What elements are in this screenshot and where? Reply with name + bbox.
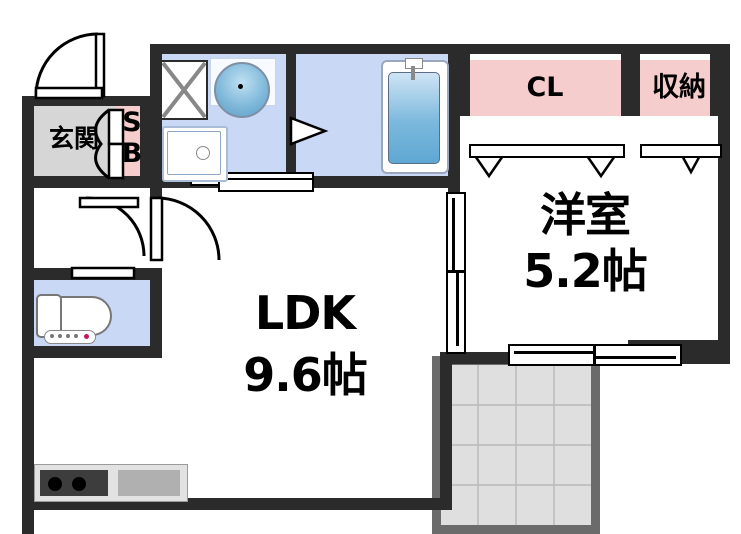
toilet-flush-button [84, 334, 89, 339]
wall-entrance-top [22, 96, 150, 106]
balcony [432, 356, 600, 534]
laundry-pan-drain [196, 146, 210, 160]
label-storage: 収納 [652, 72, 706, 103]
stove-burner-right [72, 477, 86, 491]
wall-wet-top [150, 44, 470, 54]
wall-shoebox-right [140, 96, 152, 188]
washroom-door-arc [156, 196, 221, 261]
wall-wet-right [448, 44, 460, 188]
closet-shelf-line [469, 144, 625, 158]
wall-hall-left [22, 188, 34, 270]
wall-ldk-right-lower [440, 352, 452, 510]
label-bedroom-name: 洋室 [540, 188, 631, 242]
stove-burner-left [48, 477, 62, 491]
wall-outer-left [22, 96, 34, 534]
washbasin-drain [238, 84, 243, 89]
toilet-bowl [52, 296, 112, 336]
ldk-hall-door-arc [85, 196, 146, 257]
toilet-button-3 [66, 334, 70, 338]
wall-closet-left [460, 54, 470, 116]
front-door-leaf [94, 32, 106, 98]
label-ldk-name: LDK [254, 286, 356, 340]
label-shoebox-b: B [121, 138, 143, 169]
wall-storage-right [710, 54, 720, 116]
wall-wet-left [150, 44, 162, 184]
wall-washroom-bath-divider [286, 52, 296, 182]
label-shoebox-s: S [122, 107, 142, 138]
balcony-sliding-door[interactable] [508, 344, 682, 366]
wall-toilet-top [22, 268, 162, 280]
label-closet: CL [526, 72, 564, 103]
wall-closet-storage-divider [621, 54, 640, 116]
front-door-arc [34, 32, 99, 97]
washing-machine-space [160, 60, 208, 120]
room-closet-fill [469, 60, 621, 116]
wall-toilet-right [150, 268, 162, 358]
wall-bedroom-right [718, 44, 730, 364]
balcony-tile-grid [441, 365, 591, 525]
wall-hall-jamb [150, 188, 162, 210]
wall-entrance-bottom [22, 176, 150, 188]
wall-toilet-bottom [22, 346, 162, 358]
toilet-button-4 [74, 334, 78, 338]
storage-shelf-line [640, 144, 722, 158]
washroom-sliding-panel-b[interactable] [218, 178, 314, 192]
bathtub-faucet-spout [411, 66, 415, 80]
washbasin-bowl [214, 62, 270, 118]
label-ldk-size: 9.6帖 [243, 348, 368, 402]
ldk-hall-door-leaf [78, 196, 140, 209]
toilet-control-panel [44, 330, 96, 344]
laundry-pan-inner [167, 131, 221, 175]
toilet-button-1 [50, 334, 54, 338]
label-bedroom-size: 5.2帖 [523, 244, 648, 298]
label-entrance: 玄関 [48, 124, 99, 153]
toilet-button-2 [58, 334, 62, 338]
kitchen-sink [118, 470, 180, 496]
wall-bedroom-top [460, 44, 730, 54]
bathtub-basin [388, 72, 440, 164]
room-storage-fill [640, 60, 718, 116]
bedroom-sliding-door[interactable] [446, 192, 466, 354]
